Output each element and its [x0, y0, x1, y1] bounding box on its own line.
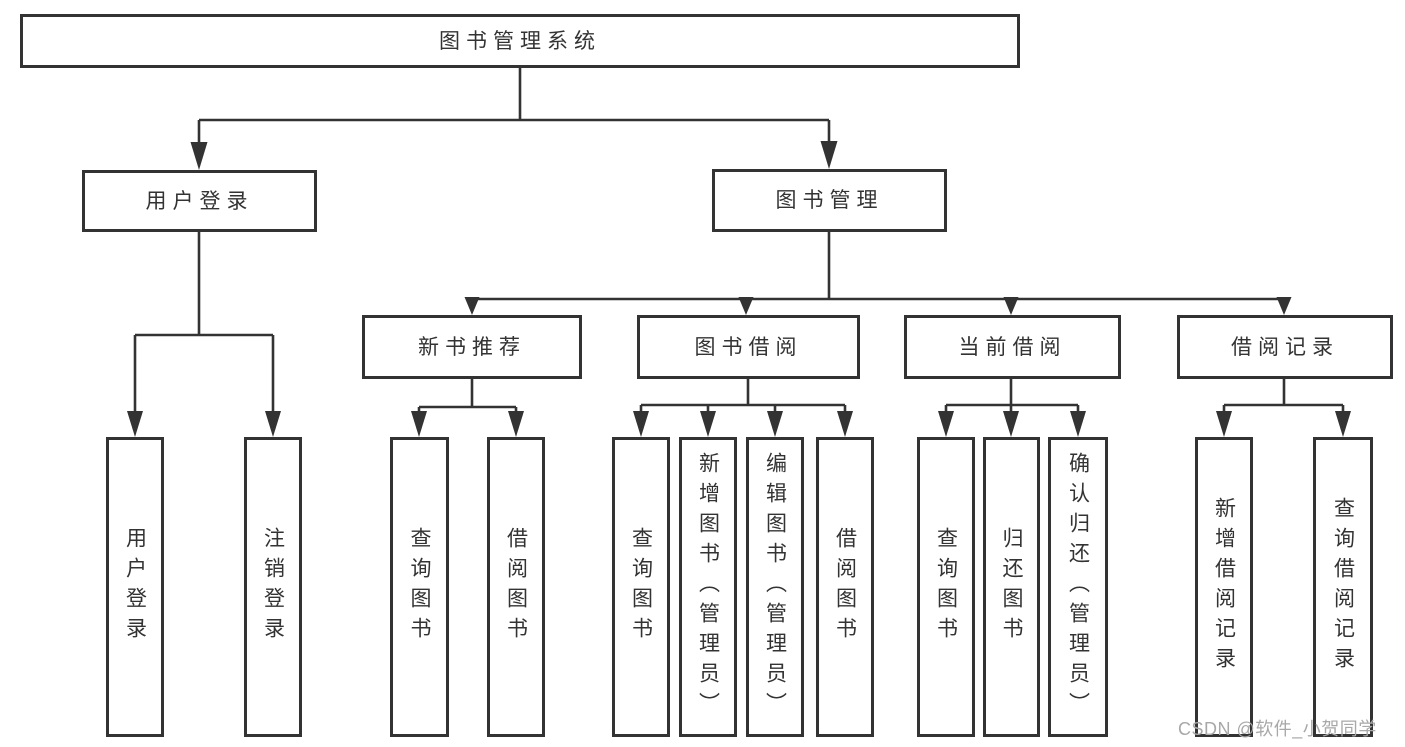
node-borrowing-records: 借阅记录	[1177, 315, 1393, 379]
csdn-watermark: CSDN @软件_小贺同学	[1178, 719, 1377, 739]
node-new-book-recommendation: 新书推荐	[362, 315, 582, 379]
node-book-borrowing: 图书借阅	[637, 315, 860, 379]
leaf-records-query-borrow-record: 查询借阅记录	[1313, 437, 1373, 737]
leaf-borrowing-query-books: 查询图书	[612, 437, 670, 737]
leaf-current-return-books: 归还图书	[983, 437, 1040, 737]
leaf-logout: 注销登录	[244, 437, 302, 737]
leaf-newbooks-borrow-books: 借阅图书	[487, 437, 545, 737]
leaf-borrowing-borrow-books: 借阅图书	[816, 437, 874, 737]
leaf-current-confirm-return-admin: 确认归还（管理员）	[1048, 437, 1108, 737]
node-book-management: 图书管理	[712, 169, 947, 232]
leaf-borrowing-add-books-admin: 新增图书（管理员）	[679, 437, 737, 737]
leaf-newbooks-query-books: 查询图书	[390, 437, 449, 737]
node-current-borrowing: 当前借阅	[904, 315, 1121, 379]
arrowheads	[127, 141, 1351, 437]
leaf-borrowing-edit-books-admin: 编辑图书（管理员）	[746, 437, 804, 737]
leaf-records-add-borrow-record: 新增借阅记录	[1195, 437, 1253, 737]
node-user-login: 用户登录	[82, 170, 317, 232]
root-node-library-management-system: 图书管理系统	[20, 14, 1020, 68]
leaf-user-login: 用户登录	[106, 437, 164, 737]
leaf-current-query-books: 查询图书	[917, 437, 975, 737]
